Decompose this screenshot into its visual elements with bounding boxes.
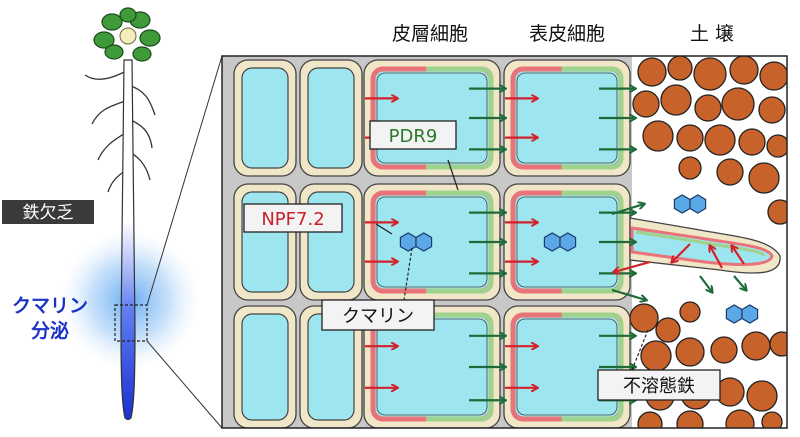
coumarin-molecule xyxy=(543,232,577,252)
main-root xyxy=(120,59,136,421)
coumarin-molecule xyxy=(673,194,707,214)
inner-cell xyxy=(241,67,289,169)
transport-arrows xyxy=(365,89,746,401)
npf-arrow xyxy=(710,246,723,269)
pdr-arrow xyxy=(611,204,644,216)
coumarin-molecule xyxy=(399,232,433,252)
inner-cell xyxy=(241,313,289,421)
header-soil: 土 壌 xyxy=(690,23,734,45)
iron-deficiency-text: 鉄欠乏 xyxy=(23,203,74,223)
insoluble-iron-label: 不溶態鉄 xyxy=(597,369,721,401)
coumarin-secretion-line2: 分泌 xyxy=(31,319,69,342)
npf72-label: NPF7.2 xyxy=(243,203,343,233)
header-epidermis: 表皮細胞 xyxy=(529,23,605,45)
coumarin-molecule xyxy=(725,304,759,324)
pdr-arrow xyxy=(699,275,712,292)
npf-arrow xyxy=(672,243,691,262)
npf-arrow xyxy=(732,246,745,265)
coumarin-molecules xyxy=(399,194,759,324)
pdr-arrow xyxy=(611,288,646,300)
pdr9-text: PDR9 xyxy=(389,126,438,147)
coumarin-secretion-line1: クマリン xyxy=(12,295,88,317)
zoom-box xyxy=(114,304,148,342)
header-cortex: 皮層細胞 xyxy=(392,23,468,45)
coumarin-label: クマリン xyxy=(321,299,435,331)
inner-cell xyxy=(307,67,355,169)
npf-arrow xyxy=(614,260,651,272)
plant-illustration xyxy=(60,7,223,429)
pdr9-label: PDR9 xyxy=(369,120,457,150)
coumarin-text: クマリン xyxy=(342,306,414,327)
npf72-text: NPF7.2 xyxy=(261,209,324,230)
insoluble-iron-text: 不溶態鉄 xyxy=(623,376,695,397)
pdr-arrow xyxy=(733,275,746,290)
plant-leaves xyxy=(93,7,161,62)
iron-deficiency-label: 鉄欠乏 xyxy=(2,200,94,224)
